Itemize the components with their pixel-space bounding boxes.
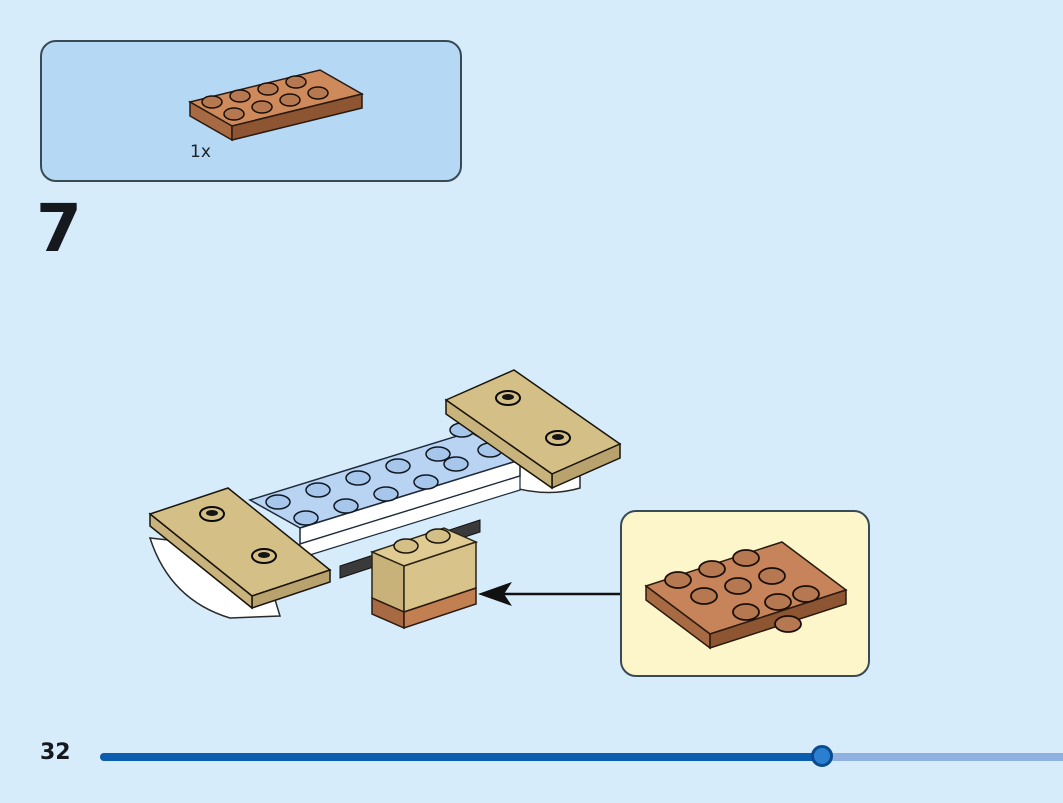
placement-arrow-icon [478, 582, 620, 606]
assembly-model-illustration [148, 369, 622, 630]
part-quantity-label: 1x [190, 142, 211, 162]
progress-bar-fill [100, 753, 823, 761]
parts-list-box: 1x [40, 40, 462, 182]
step-number: 7 [36, 190, 82, 267]
brown-plate-2x4-icon [187, 69, 365, 142]
brown-plate-2x4-icon [644, 541, 848, 650]
progress-knob [811, 745, 834, 767]
page-number: 32 [40, 740, 71, 765]
new-part-callout-box [620, 510, 870, 677]
progress-bar [100, 745, 1063, 767]
